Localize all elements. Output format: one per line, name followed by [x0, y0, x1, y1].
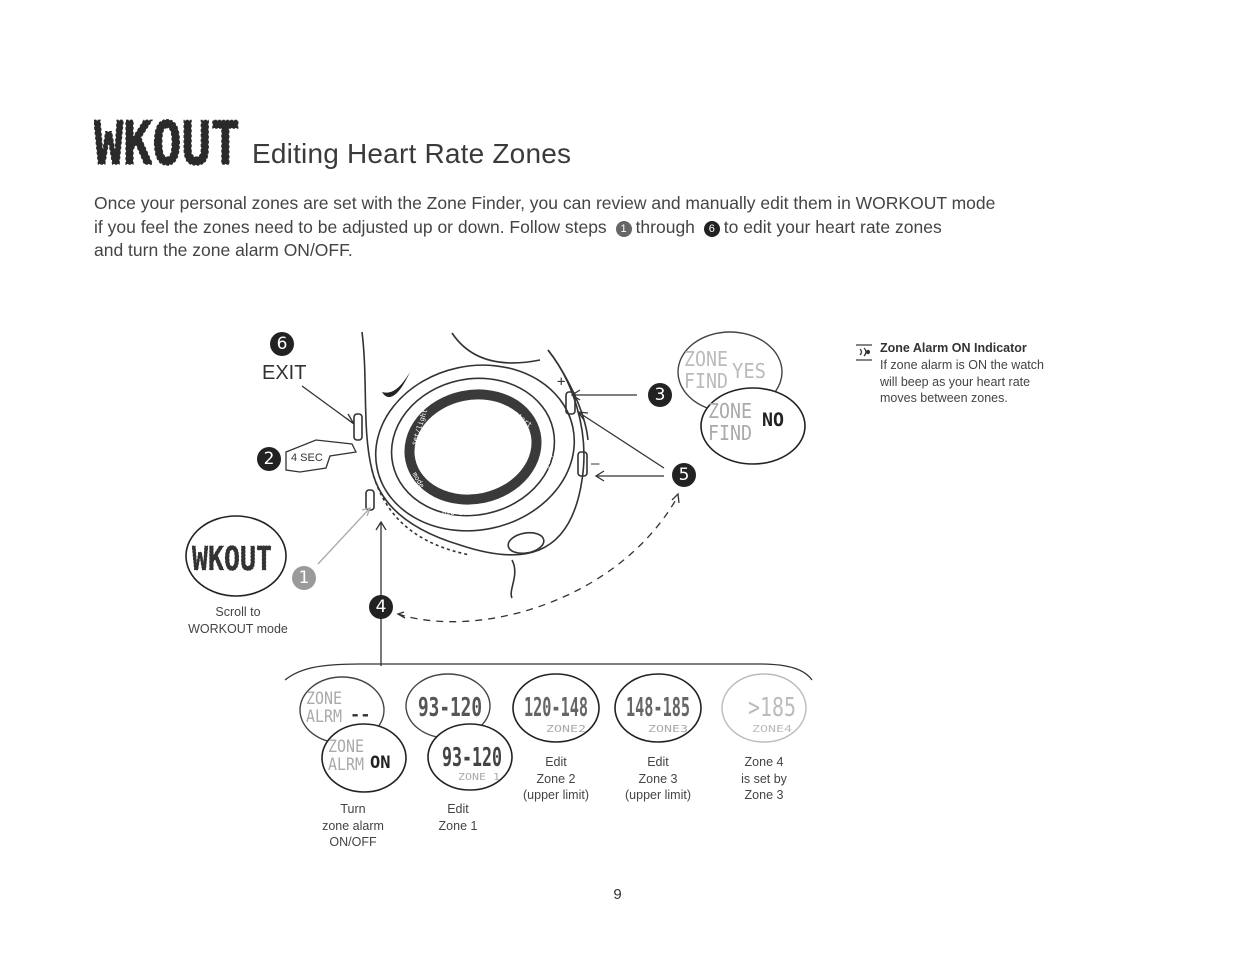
lcd-alarm-on-l2: ALRM [328, 755, 364, 775]
lcd-zone-find-no-l1: ZONE [708, 399, 752, 423]
minus-sign: – [591, 456, 600, 472]
sidebar-body-l1: If zone alarm is ON the watch [880, 358, 1044, 372]
step-1-badge: 1 [292, 566, 316, 590]
bubble-zone4: >185 ZONE4 [721, 673, 807, 743]
bezel-label-mode: mode [410, 471, 425, 490]
lcd-wkout: WKOUT [192, 539, 272, 578]
lcd-zone2-range: 120-148 [524, 693, 588, 723]
intro-line-2b: through [635, 216, 695, 237]
caption-edit-zone3-l3: (upper limit) [625, 788, 691, 802]
bezel-label-view: view [503, 503, 522, 518]
caption-edit-zone1-l1: Edit [447, 802, 469, 816]
intro-line-3: and turn the zone alarm ON/OFF. [94, 240, 353, 260]
caption-zone4-l1: Zone 4 [744, 755, 784, 769]
lcd-zone-find-yes-val: YES [732, 359, 766, 383]
wkout-logo-text: WKOUT [94, 109, 240, 170]
watch-body [353, 331, 589, 599]
lcd-alarm-on-l1: ZONE [328, 737, 364, 757]
bubble-zone-find-no: ZONE FIND NO [700, 387, 806, 465]
bubble-zone-alarm-on: ZONE ALRM ON [321, 723, 407, 793]
caption-scroll-l2: WORKOUT mode [188, 621, 288, 636]
lcd-alarm-on-val: ON [370, 753, 390, 773]
caption-edit-zone3-l1: Edit [647, 755, 669, 769]
exit-arrow [301, 385, 355, 425]
intro-line-2c: to edit your heart rate zones [723, 216, 942, 237]
bubble-zone1-front: 93-120 ZONE 1 [427, 723, 513, 791]
intro-line-2a: if you feel the zones need to be adjuste… [94, 216, 607, 237]
bezel-label-stop: stop [543, 452, 554, 470]
bubble-zone1-back: 93-120 [405, 673, 491, 739]
step-4-badge: 4 [369, 595, 393, 619]
caption-turn-alarm-l1: Turn [340, 802, 366, 816]
arrow-step-1 [317, 507, 371, 565]
lcd-zone1-back-range: 93-120 [418, 693, 482, 723]
sidebar-body: If zone alarm is ON the watch will beep … [880, 357, 1080, 407]
caption-zone4-l2: is set by [741, 771, 787, 786]
bubble-wkout: WKOUT [185, 515, 287, 597]
step-5-badge: 5 [672, 463, 696, 487]
bubble-zone3: 148-185 ZONE3 [614, 673, 702, 743]
intro-paragraph: Once your personal zones are set with th… [94, 192, 1194, 263]
wkout-mode-logo: WKOUT [94, 108, 241, 170]
caption-edit-zone3: Edit Zone 3 (upper limit) [608, 754, 708, 804]
step-6-inline-icon: 6 [703, 220, 720, 237]
caption-scroll: Scroll to WORKOUT mode [178, 604, 298, 637]
bubble-zone2: 120-148 ZONE2 [512, 673, 600, 743]
swoosh-logo [382, 372, 410, 398]
caption-edit-zone1-l2: Zone 1 [438, 818, 478, 833]
zone-alarm-indicator-icon [856, 344, 872, 361]
lcd-zone4-range: >185 [748, 693, 796, 723]
lcd-zone4-label: ZONE4 [752, 724, 792, 735]
step-2-badge: 2 [257, 447, 281, 471]
bezel-label-water: h2O 50m [442, 509, 472, 517]
lcd-zone-find-no-val: NO [762, 409, 784, 431]
lcd-zone1-range: 93-120 [442, 743, 502, 773]
caption-edit-zone3-l2: Zone 3 [638, 771, 678, 786]
step-3-badge: 3 [648, 383, 672, 407]
step-1-inline-icon: 1 [615, 220, 632, 237]
lcd-zone-find-yes-l2: FIND [684, 369, 728, 393]
lcd-zone2-label: ZONE2 [546, 724, 586, 735]
lcd-alarm-off-l2: ALRM [306, 707, 342, 727]
caption-zone4-l3: Zone 3 [744, 788, 784, 802]
plus-sign: + [557, 374, 565, 390]
lcd-alarm-off-l1: ZONE [306, 689, 342, 709]
caption-edit-zone1: Edit Zone 1 [418, 801, 498, 834]
hand-press-icon [285, 439, 357, 473]
lcd-zone-find-yes-l1: ZONE [684, 347, 728, 371]
intro-line-1: Once your personal zones are set with th… [94, 193, 996, 213]
sidebar-body-l2: will beep as your heart rate [880, 374, 1031, 389]
caption-turn-alarm-l2: zone alarm [322, 818, 384, 833]
caption-edit-zone2: Edit Zone 2 (upper limit) [506, 754, 606, 804]
lcd-zone1-label: ZONE 1 [458, 772, 500, 783]
exit-label: EXIT [262, 362, 307, 384]
caption-edit-zone2-l3: (upper limit) [523, 788, 589, 802]
hold-4-sec-label: 4 SEC [291, 452, 323, 464]
lcd-zone3-label: ZONE3 [648, 724, 688, 735]
caption-edit-zone2-l2: Zone 2 [536, 771, 576, 786]
arrow-step-5-upper [577, 411, 665, 469]
caption-turn-alarm-l3: ON/OFF [329, 835, 377, 849]
intro-line-2: if you feel the zones need to be adjuste… [94, 216, 1194, 240]
caption-zone4: Zone 4 is set by Zone 3 [714, 754, 814, 804]
lcd-zone-find-no-l2: FIND [708, 421, 752, 445]
caption-turn-alarm: Turn zone alarm ON/OFF [302, 801, 404, 851]
caption-scroll-l1: Scroll to [215, 605, 261, 619]
sidebar-body-l3: moves between zones. [880, 391, 1008, 405]
lcd-alarm-off-val: -- [350, 705, 370, 725]
lcd-zone3-range: 148-185 [626, 693, 690, 723]
page-number: 9 [613, 886, 622, 903]
step-6-badge: 6 [270, 332, 294, 356]
sidebar-title: Zone Alarm ON Indicator [880, 341, 1027, 355]
loop-dashed-arrow [397, 495, 679, 623]
caption-edit-zone2-l1: Edit [545, 755, 567, 769]
page-title: Editing Heart Rate Zones [252, 138, 572, 169]
zone-bracket [284, 663, 813, 681]
